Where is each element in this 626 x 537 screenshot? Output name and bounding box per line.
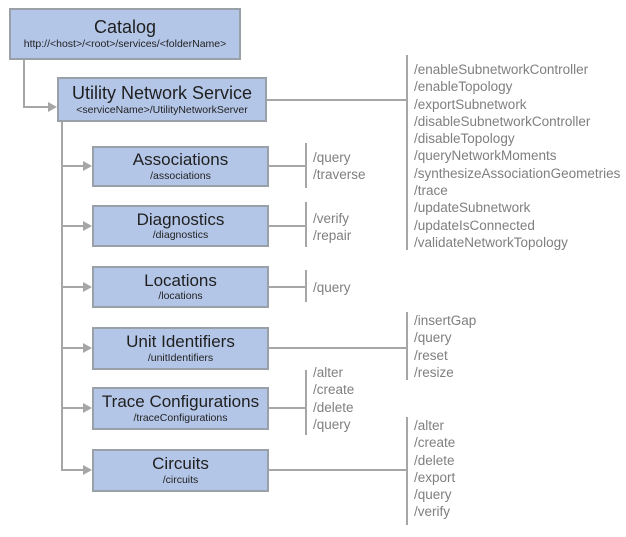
ops-list-diagnostics: /verify /repair: [313, 210, 351, 245]
arrowhead-icon: [48, 102, 57, 112]
connector-branch-diagnostics: [61, 225, 84, 227]
ops-bar-unit-identifiers: [406, 312, 408, 380]
op-item: /alter: [414, 418, 445, 433]
node-subtitle: /traceConfigurations: [133, 411, 228, 424]
node-title: Catalog: [93, 17, 157, 38]
node-title: Unit Identifiers: [126, 332, 235, 352]
arrowhead-icon: [83, 403, 92, 413]
ops-bar-diagnostics: [305, 202, 307, 247]
op-item: /validateNetworkTopology: [414, 234, 568, 250]
node-circuits: Circuits /circuits: [92, 449, 269, 492]
op-item: /repair: [313, 228, 352, 244]
op-item: /traverse: [313, 167, 366, 183]
node-locations: Locations /locations: [92, 266, 269, 308]
node-subtitle: /diagnostics: [152, 229, 209, 242]
node-subtitle: /associations: [150, 169, 211, 182]
arrowhead-icon: [83, 161, 92, 171]
op-item: /insertGap: [414, 313, 477, 328]
node-subtitle: http://<host>/<root>/services/<folderNam…: [23, 38, 227, 51]
node-title: Utility Network Service: [71, 82, 253, 103]
connector-associations-ops: [269, 165, 307, 167]
ops-bar-locations: [305, 270, 307, 302]
op-item: /exportSubnetwork: [414, 96, 527, 112]
node-title: Locations: [144, 270, 217, 290]
node-subtitle: <serviceName>/UtilityNetworkServer: [76, 103, 248, 116]
op-item: /updateSubnetwork: [414, 200, 531, 216]
connector-uns-ops: [267, 99, 408, 101]
node-title: Diagnostics: [136, 209, 225, 229]
connector-trunk: [61, 122, 63, 471]
op-item: /export: [414, 469, 456, 485]
ops-list-locations: /query: [313, 279, 351, 296]
op-item: /synthesizeAssociationGeometries: [414, 165, 621, 181]
ops-list-associations: /query /traverse: [313, 149, 366, 184]
connector-catalog-elbow: [23, 106, 49, 108]
op-item: /delete: [414, 452, 455, 468]
op-item: /query: [313, 150, 351, 165]
ops-bar-associations: [305, 143, 307, 188]
node-subtitle: /circuits: [162, 473, 199, 486]
op-item: /enableTopology: [414, 79, 513, 95]
node-title: Trace Configurations: [101, 392, 260, 412]
ops-bar-uns: [406, 55, 408, 250]
ops-bar-circuits: [406, 417, 408, 525]
node-trace-configurations: Trace Configurations /traceConfiguration…: [92, 387, 269, 430]
connector-branch-unit-identifiers: [61, 347, 84, 349]
op-item: /disableTopology: [414, 131, 515, 147]
op-item: /trace: [414, 183, 448, 199]
ops-bar-trace-configurations: [305, 370, 307, 435]
node-title: Circuits: [152, 454, 209, 474]
op-item: /disableSubnetworkController: [414, 113, 591, 129]
op-item: /resize: [414, 364, 454, 380]
connector-branch-associations: [61, 165, 84, 167]
connector-catalog-down: [23, 60, 25, 107]
op-item: /create: [313, 382, 355, 398]
arrowhead-icon: [83, 343, 92, 353]
node-subtitle: /unitIdentifiers: [147, 351, 214, 364]
op-item: /verify: [414, 504, 451, 520]
ops-list-utility-network-service: /enableSubnetworkController /enableTopol…: [414, 61, 620, 251]
op-item: /enableSubnetworkController: [414, 62, 589, 77]
arrowhead-icon: [83, 465, 92, 475]
op-item: /query: [313, 416, 351, 432]
ops-list-trace-configurations: /alter /create /delete /query: [313, 364, 354, 433]
connector-branch-trace-configurations: [61, 407, 84, 409]
connector-branch-circuits: [61, 469, 84, 471]
op-item: /verify: [313, 211, 350, 226]
connector-branch-locations: [61, 286, 84, 288]
op-item: /updateIsConnected: [414, 217, 535, 233]
op-item: /create: [414, 435, 456, 451]
connector-circuits-ops: [269, 469, 407, 471]
node-unit-identifiers: Unit Identifiers /unitIdentifiers: [92, 327, 269, 370]
connector-locations-ops: [269, 286, 307, 288]
node-associations: Associations /associations: [92, 146, 269, 187]
op-item: /query: [414, 487, 452, 503]
node-title: Associations: [132, 150, 229, 170]
op-item: /delete: [313, 399, 354, 415]
arrowhead-icon: [83, 282, 92, 292]
ops-list-unit-identifiers: /insertGap /query /reset /resize: [414, 312, 476, 381]
connector-unit-identifiers-ops: [269, 347, 407, 349]
op-item: /query: [414, 330, 452, 346]
op-item: /queryNetworkMoments: [414, 148, 557, 164]
op-item: /query: [313, 280, 351, 295]
node-catalog: Catalog http://<host>/<root>/services/<f…: [9, 8, 241, 60]
node-utility-network-service: Utility Network Service <serviceName>/Ut…: [57, 77, 267, 122]
arrowhead-icon: [83, 221, 92, 231]
node-subtitle: /locations: [158, 290, 203, 303]
node-diagnostics: Diagnostics /diagnostics: [92, 205, 269, 247]
ops-list-circuits: /alter /create /delete /export /query /v…: [414, 417, 455, 521]
connector-diagnostics-ops: [269, 225, 307, 227]
op-item: /alter: [313, 365, 344, 380]
connector-trace-configurations-ops: [269, 407, 307, 409]
op-item: /reset: [414, 347, 448, 363]
